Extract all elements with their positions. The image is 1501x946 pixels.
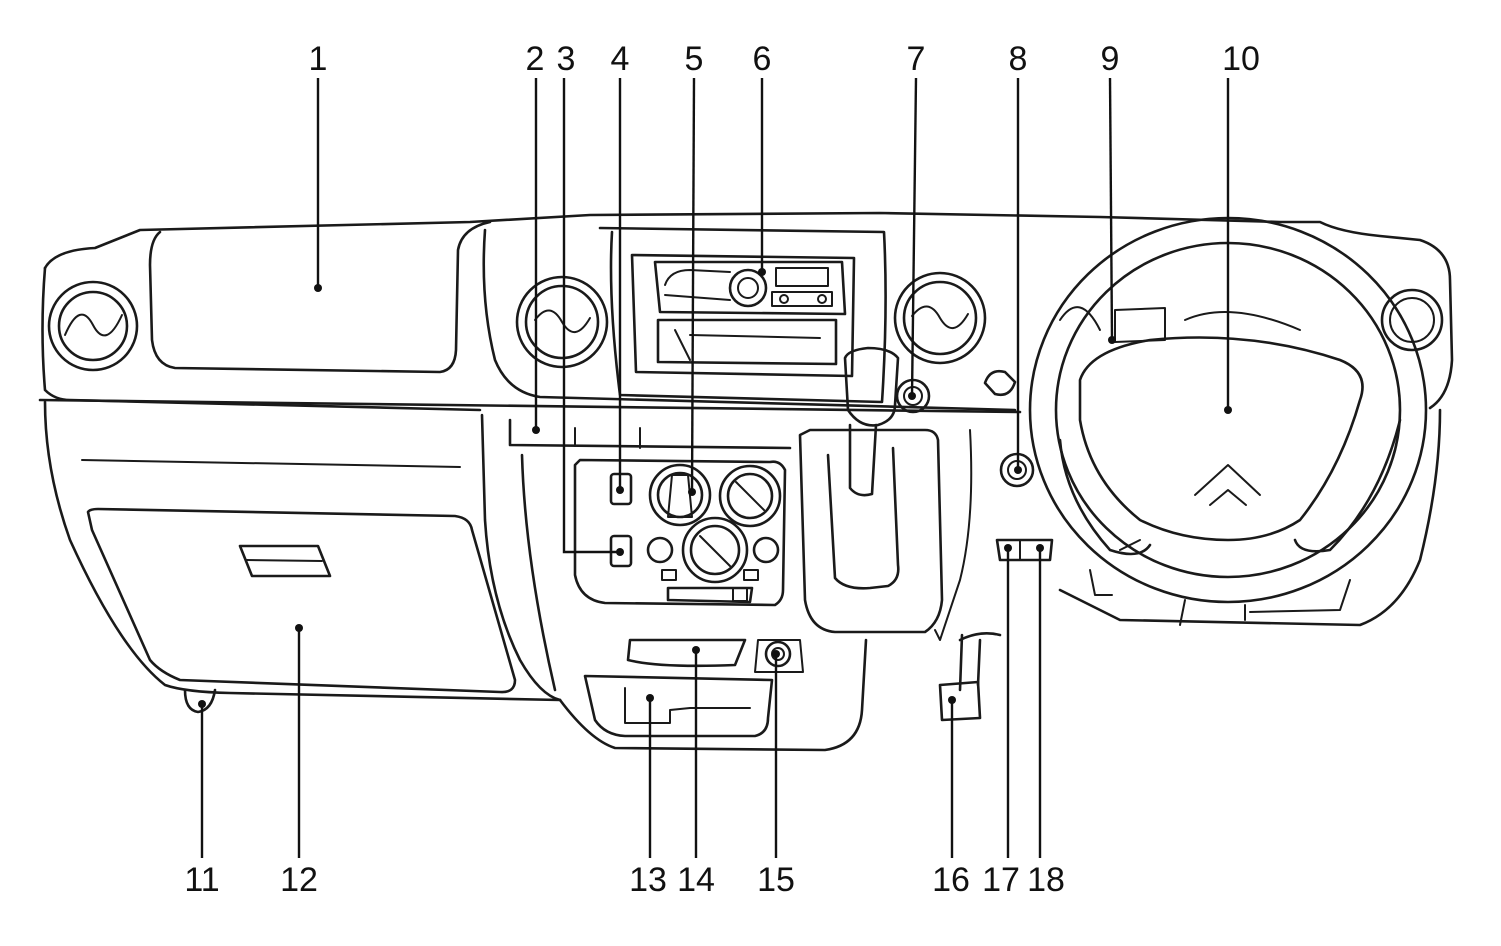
callout-leaders <box>198 77 1232 858</box>
callout-5: 5 <box>685 40 704 78</box>
callout-9: 9 <box>1101 40 1120 78</box>
glovebox <box>86 507 517 694</box>
callout-13: 13 <box>629 861 667 899</box>
heater-controls <box>573 458 787 607</box>
center-console <box>480 228 1017 752</box>
callout-16: 16 <box>932 861 970 899</box>
callout-6: 6 <box>753 40 772 78</box>
dashboard-outline <box>38 211 1454 702</box>
callout-11: 11 <box>184 861 219 899</box>
lower-left-clip <box>183 688 217 714</box>
callout-12: 12 <box>280 861 318 899</box>
center-vent-right <box>893 271 987 365</box>
gear-shifter <box>798 346 982 692</box>
callout-14: 14 <box>677 861 715 899</box>
passenger-airbag-panel <box>148 220 492 374</box>
callout-15: 15 <box>757 861 795 899</box>
callout-labels: 1 2 3 4 5 6 7 8 9 10 11 12 13 14 15 16 1… <box>184 40 1260 899</box>
callout-3: 3 <box>557 40 576 78</box>
callout-10: 10 <box>1222 40 1260 78</box>
lower-right-dash <box>938 408 1442 722</box>
callout-18: 18 <box>1027 861 1065 899</box>
instrument-cluster <box>983 288 1444 397</box>
left-air-vent <box>47 280 139 372</box>
callout-4: 4 <box>611 40 630 78</box>
center-vent-left <box>515 275 609 369</box>
radio-unit <box>598 226 887 404</box>
callout-1: 1 <box>309 40 328 78</box>
ignition-and-buttons <box>895 378 1035 488</box>
callout-17: 17 <box>982 861 1020 899</box>
callout-8: 8 <box>1009 40 1028 78</box>
callout-2: 2 <box>526 40 545 78</box>
callout-7: 7 <box>907 40 926 78</box>
